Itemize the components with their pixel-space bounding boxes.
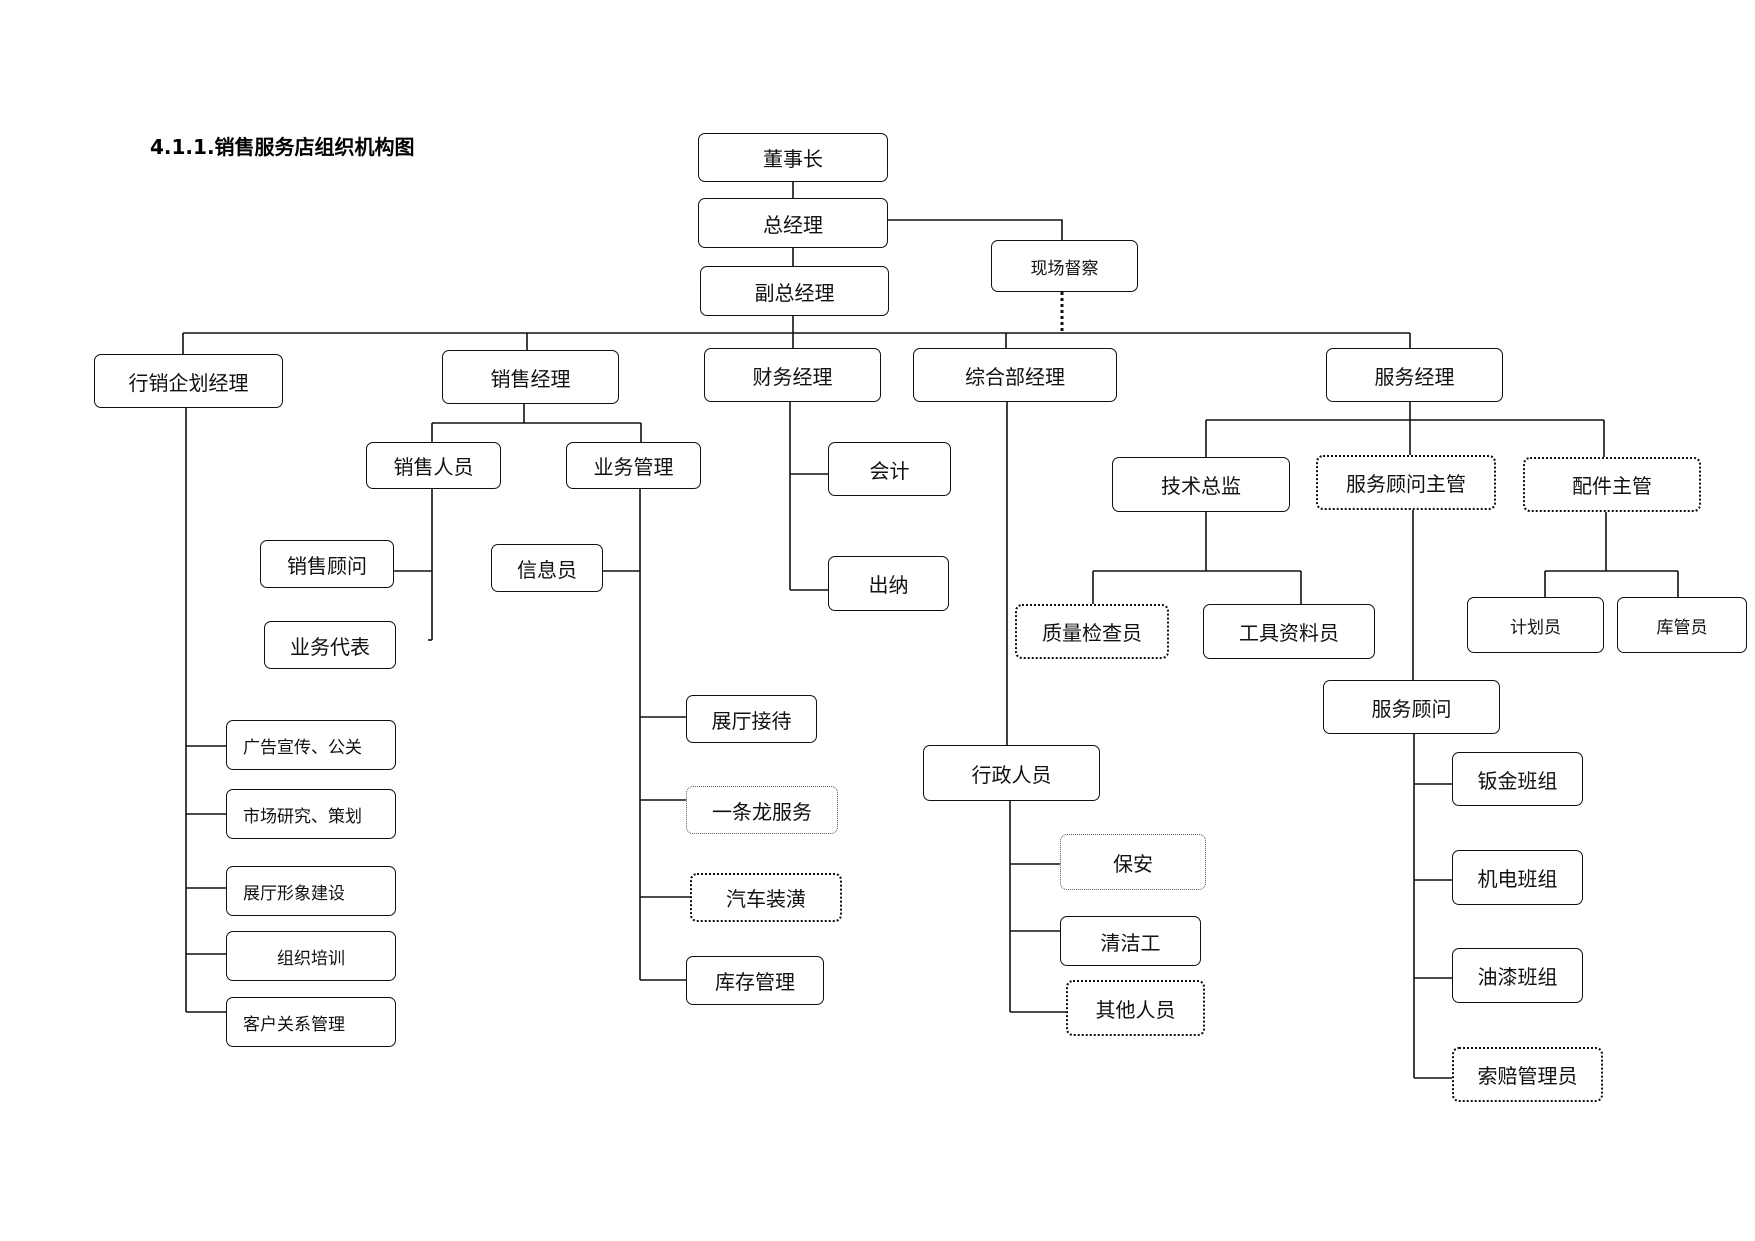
node-cleaner: 清洁工 [1060, 916, 1201, 966]
node-other-staff: 其他人员 [1066, 980, 1205, 1036]
node-training: 组织培训 [226, 931, 396, 981]
node-admin-staff: 行政人员 [923, 745, 1100, 801]
node-business-representative: 业务代表 [264, 621, 396, 669]
node-site-supervisor: 现场督察 [991, 240, 1138, 292]
node-sales-consultant: 销售顾问 [260, 540, 394, 588]
node-market-research: 市场研究、策划 [226, 789, 396, 839]
node-vice-general-manager: 副总经理 [700, 266, 889, 316]
node-admin-manager: 综合部经理 [913, 348, 1117, 402]
node-paint-team: 油漆班组 [1452, 948, 1583, 1003]
node-inventory-management: 库存管理 [686, 956, 824, 1005]
node-quality-inspector: 质量检查员 [1015, 604, 1169, 659]
node-claims-administrator: 索赔管理员 [1452, 1047, 1603, 1102]
node-business-management: 业务管理 [566, 442, 701, 489]
node-planner: 计划员 [1467, 597, 1604, 653]
node-technical-director: 技术总监 [1112, 457, 1290, 512]
node-accountant: 会计 [828, 442, 951, 496]
node-sheet-metal-team: 钣金班组 [1452, 752, 1583, 806]
page-title: 4.1.1.销售服务店组织机构图 [150, 135, 415, 159]
node-one-stop-service: 一条龙服务 [686, 786, 838, 834]
node-general-manager: 总经理 [698, 198, 888, 248]
node-salesperson: 销售人员 [366, 442, 501, 489]
node-chairman: 董事长 [698, 133, 888, 182]
node-finance-manager: 财务经理 [704, 348, 881, 402]
node-service-advisor-lead: 服务顾问主管 [1316, 455, 1496, 510]
node-information-clerk: 信息员 [491, 544, 603, 592]
node-sales-manager: 销售经理 [442, 350, 619, 404]
node-marketing-manager: 行销企划经理 [94, 354, 283, 408]
node-parts-lead: 配件主管 [1523, 457, 1701, 512]
node-car-decoration: 汽车装潢 [690, 873, 842, 922]
node-service-manager: 服务经理 [1326, 348, 1503, 402]
node-warehouse-clerk: 库管员 [1617, 597, 1747, 653]
node-service-advisor: 服务顾问 [1323, 680, 1500, 734]
node-crm: 客户关系管理 [226, 997, 396, 1047]
node-showroom-image: 展厅形象建设 [226, 866, 396, 916]
node-cashier: 出纳 [828, 556, 949, 611]
node-tool-clerk: 工具资料员 [1203, 604, 1375, 659]
node-advertising-pr: 广告宣传、公关 [226, 720, 396, 770]
node-showroom-reception: 展厅接待 [686, 695, 817, 743]
node-security: 保安 [1060, 834, 1206, 890]
node-electromechanical-team: 机电班组 [1452, 850, 1583, 905]
